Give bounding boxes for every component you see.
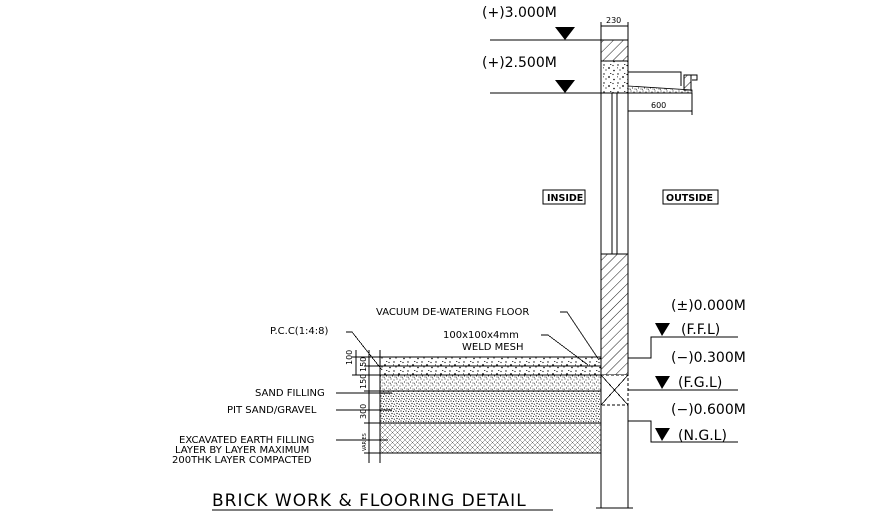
dimension-text: 600 (651, 101, 666, 110)
layer-pcc (379, 365, 602, 376)
note-text: 200THK LAYER COMPACTED (172, 455, 312, 466)
note-sand-filling: SAND FILLING (255, 388, 392, 399)
level-marker-2500: (+)2.500M (482, 55, 601, 94)
sunshade-chajja (601, 71, 698, 94)
level-marker-ngl: (−)0.600M (N.G.L) (628, 402, 746, 444)
lintel-concrete (600, 60, 629, 94)
layer-earth-filling (379, 422, 602, 454)
level-triangle-icon (555, 80, 575, 93)
level-sub-label: (N.G.L) (678, 428, 727, 444)
note-text: P.C.C(1:4:8) (270, 326, 329, 337)
level-triangle-icon (655, 323, 670, 336)
layer-sand-filling (379, 374, 602, 392)
level-triangle-icon (555, 27, 575, 40)
note-text: SAND FILLING (255, 388, 325, 399)
note-text: PIT SAND/GRAVEL (227, 405, 317, 416)
dimension-text: 150 (359, 374, 368, 389)
note-text: 100x100x4mm (443, 330, 519, 341)
zone-outside-label: OUTSIDE (666, 193, 713, 204)
dimension-text: VARIES (362, 433, 368, 451)
dimension-text: 230 (606, 16, 621, 25)
dimension-sunshade: 600 (627, 93, 693, 115)
level-label: (−)0.300M (671, 350, 746, 366)
level-triangle-icon (655, 428, 670, 441)
note-text: WELD MESH (462, 342, 523, 353)
note-pit-sand: PIT SAND/GRAVEL (227, 405, 392, 416)
zone-inside-tag: INSIDE (542, 189, 586, 205)
zone-inside-label: INSIDE (547, 193, 583, 204)
level-marker-3000: (+)3.000M (482, 5, 601, 41)
level-sub-label: (F.F.L) (681, 322, 720, 338)
note-pcc: P.C.C(1:4:8) (270, 326, 383, 371)
drawing-title-text: BRICK WORK & FLOORING DETAIL (212, 491, 527, 511)
plinth-beam (600, 374, 629, 406)
layer-dimensions: 100 150 150 300 VARIES (345, 350, 380, 463)
zone-outside-tag: OUTSIDE (662, 189, 719, 205)
level-marker-ffl: (±)0.000M (F.F.L) (628, 298, 746, 359)
note-earth-filling: EXCAVATED EARTH FILLING LAYER BY LAYER M… (172, 435, 388, 466)
layer-pit-sand (379, 390, 602, 424)
note-vacuum-floor: VACUUM DE-WATERING FLOOR (376, 307, 600, 361)
layer-vacuum-floor (379, 356, 602, 367)
dimension-text: 300 (359, 404, 368, 419)
level-marker-fgl: (−)0.300M (F.G.L) (628, 350, 746, 391)
note-text: EXCAVATED EARTH FILLING (179, 435, 314, 446)
level-label: (+)3.000M (482, 5, 557, 21)
drawing-title: BRICK WORK & FLOORING DETAIL (212, 491, 553, 511)
level-label: (±)0.000M (671, 298, 746, 314)
level-triangle-icon (655, 376, 670, 389)
note-weld-mesh: 100x100x4mm WELD MESH (443, 330, 589, 366)
parapet-brickwork (600, 39, 629, 62)
level-label: (+)2.500M (482, 55, 557, 71)
window-opening (600, 93, 629, 254)
dimension-text: 100 (345, 350, 354, 365)
dimension-wall-thickness: 230 (600, 16, 629, 40)
note-text: LAYER BY LAYER MAXIMUM (175, 445, 309, 456)
level-label: (−)0.600M (671, 402, 746, 418)
note-text: VACUUM DE-WATERING FLOOR (376, 307, 529, 318)
foundation-wall (596, 405, 633, 509)
dimension-text: 150 (359, 357, 368, 372)
brick-wall (600, 253, 629, 376)
level-sub-label: (F.G.L) (678, 375, 722, 391)
floor-layers (379, 350, 602, 463)
